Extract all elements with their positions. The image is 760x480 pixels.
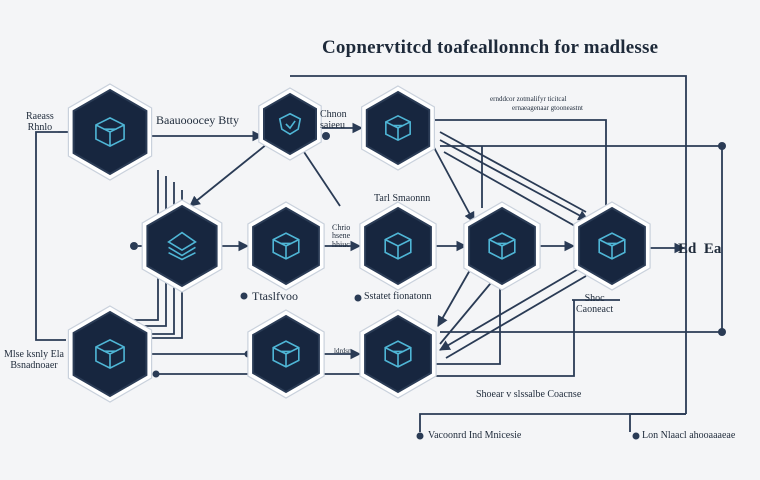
node-body (146, 204, 218, 288)
layers-icon (167, 231, 197, 261)
node-n1[interactable] (67, 83, 153, 181)
cube-icon (272, 340, 300, 368)
node-n3[interactable] (361, 85, 435, 171)
cube-icon (95, 339, 125, 369)
label-bottom-mid: Shoear v slssalbe Coacnse (476, 389, 582, 400)
cube-icon-path (488, 232, 516, 260)
cube-icon-path (95, 339, 125, 369)
layers-icon-path (167, 231, 197, 261)
label-top-right-2: ernaeagenaar gtooneastnt (512, 104, 583, 112)
node-n9[interactable] (67, 305, 153, 403)
cube-icon-path (384, 340, 412, 368)
cube-icon (385, 114, 411, 142)
label-mid-small: Chrio hsene hhiuc (332, 223, 351, 249)
node-body (263, 92, 317, 156)
node-n8[interactable] (573, 201, 651, 291)
label-right-edge: Ed Ea (678, 241, 722, 257)
box-icon-path (384, 232, 412, 260)
cube-icon-path (272, 340, 300, 368)
node-n10[interactable] (247, 309, 325, 399)
cube-icon-path (95, 117, 125, 147)
shield-icon-path (278, 112, 302, 136)
cube-icon-path (272, 232, 300, 260)
node-n5[interactable] (247, 201, 325, 291)
node-n11[interactable] (359, 309, 437, 399)
cube-icon-path (385, 114, 411, 142)
cube-icon (598, 232, 626, 260)
label-left-top: Raeass Rhnlo (26, 111, 54, 133)
junction-dots (130, 132, 726, 440)
diagram-title: Copnervtitcd toafeallonnch for madlesse (322, 37, 659, 58)
cube-icon (95, 117, 125, 147)
label-sysbar: Sstatet fionatonn (364, 291, 432, 302)
cube-icon (488, 232, 516, 260)
cube-icon (272, 232, 300, 260)
label-entry: Baauooocey Btty (156, 113, 239, 127)
label-bottom-left-foot: Vacoonrd Ind Mnicesie (428, 430, 522, 441)
label-shoc: Shoc Caoneact (576, 293, 614, 315)
node-n7[interactable] (463, 201, 541, 291)
label-bottom-right-foot: Lon Nlaacl ahooaaaeae (642, 430, 736, 441)
cube-icon-path (598, 232, 626, 260)
label-mid-top: Tarl Smaonnn (374, 193, 431, 204)
node-n2[interactable] (258, 87, 322, 161)
connector-lines (35, 75, 723, 432)
label-tt: Ttaslfvoo (252, 289, 298, 303)
label-top-right-1: ernddcor zotmalifyr ticitcal (490, 95, 567, 103)
node-n4[interactable] (141, 199, 223, 293)
label-left-bottom: Mlse ksnly Ela Bsnadnoaer (4, 349, 64, 371)
shield-icon (278, 112, 302, 136)
cube-icon (384, 340, 412, 368)
label-arrow-small: ldrdsr (334, 347, 351, 355)
node-n6[interactable] (359, 201, 437, 291)
label-chem: Chnon saieeu (320, 109, 347, 131)
box-icon (384, 232, 412, 260)
nodes-layer (67, 83, 651, 403)
